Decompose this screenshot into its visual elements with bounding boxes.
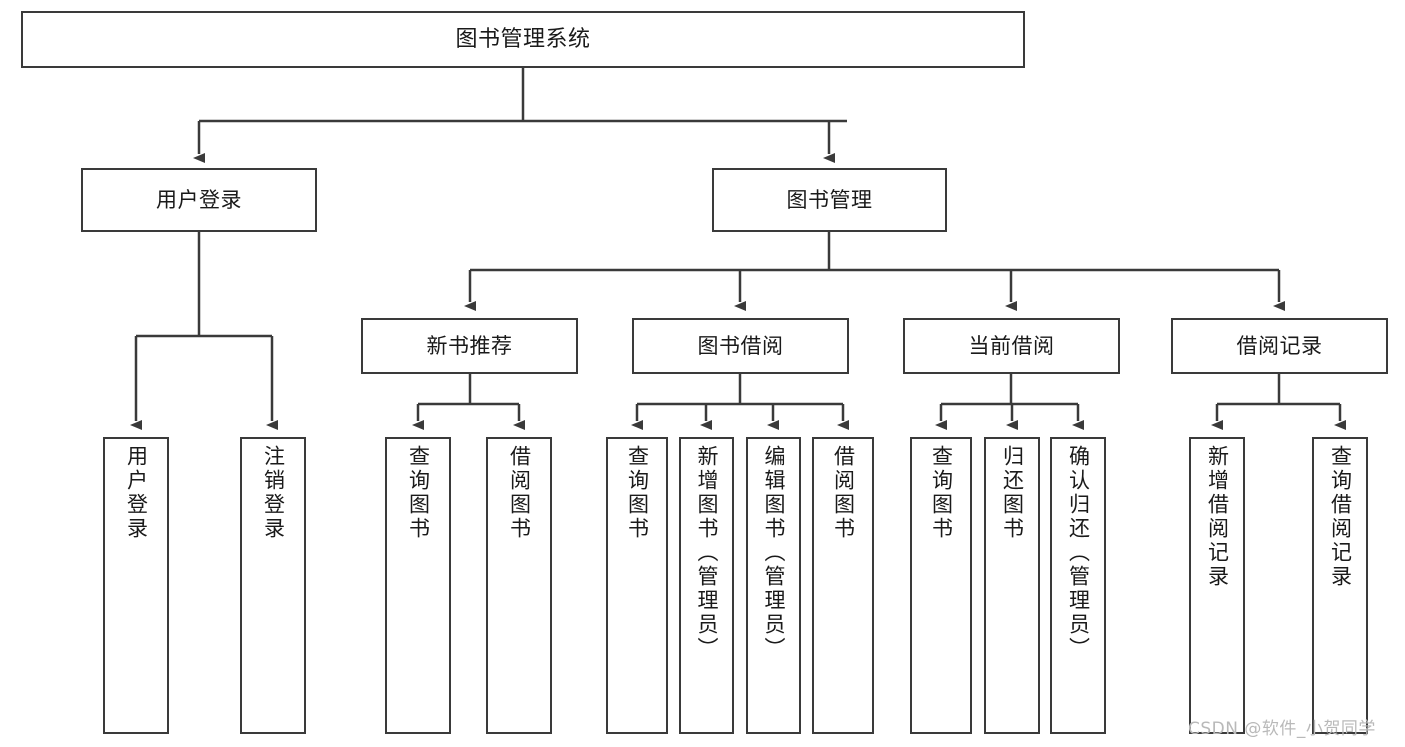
leaf-record-add-record-label: 新增借阅记录 (1205, 445, 1230, 589)
leaf-borrow-query-book-label: 查询图书 (625, 445, 650, 541)
leaf-logout[interactable]: 注销登录 (240, 437, 306, 734)
leaf-current-return-book-label: 归还图书 (1000, 445, 1025, 541)
leaf-newbook-borrow-book[interactable]: 借阅图书 (486, 437, 552, 734)
node-book-borrow-label: 图书借阅 (697, 333, 784, 358)
leaf-newbook-query-book-label: 查询图书 (406, 445, 431, 541)
csdn-watermark: CSDN @软件_小贺同学 (1188, 719, 1376, 739)
node-book-borrow[interactable]: 图书借阅 (632, 318, 849, 374)
leaf-borrow-edit-book-admin[interactable]: 编辑图书（管理员） (746, 437, 801, 734)
leaf-borrow-add-book-admin-label: 新增图书（管理员） (695, 445, 719, 661)
node-root[interactable]: 图书管理系统 (21, 11, 1025, 68)
leaf-borrow-query-book[interactable]: 查询图书 (606, 437, 668, 734)
leaf-user-login-label: 用户登录 (124, 445, 149, 541)
node-borrow-record[interactable]: 借阅记录 (1171, 318, 1388, 374)
leaf-newbook-borrow-book-label: 借阅图书 (507, 445, 532, 541)
leaf-record-query-record-label: 查询借阅记录 (1328, 445, 1353, 589)
leaf-user-login[interactable]: 用户登录 (103, 437, 169, 734)
leaf-borrow-add-book-admin[interactable]: 新增图书（管理员） (679, 437, 734, 734)
node-book-management-label: 图书管理 (786, 187, 873, 212)
leaf-current-confirm-return-admin[interactable]: 确认归还（管理员） (1050, 437, 1106, 734)
leaf-record-query-record[interactable]: 查询借阅记录 (1312, 437, 1368, 734)
leaf-newbook-query-book[interactable]: 查询图书 (385, 437, 451, 734)
leaf-borrow-borrow-book-label: 借阅图书 (831, 445, 856, 541)
leaf-current-confirm-return-admin-label: 确认归还（管理员） (1066, 445, 1091, 661)
node-user-login-label: 用户登录 (156, 187, 242, 212)
node-book-management[interactable]: 图书管理 (712, 168, 947, 232)
node-root-label: 图书管理系统 (455, 26, 591, 52)
leaf-borrow-borrow-book[interactable]: 借阅图书 (812, 437, 874, 734)
node-current-borrow[interactable]: 当前借阅 (903, 318, 1120, 374)
node-new-book-recommend[interactable]: 新书推荐 (361, 318, 578, 374)
node-user-login[interactable]: 用户登录 (81, 168, 317, 232)
leaf-current-query-book[interactable]: 查询图书 (910, 437, 972, 734)
leaf-current-query-book-label: 查询图书 (929, 445, 954, 541)
leaf-current-return-book[interactable]: 归还图书 (984, 437, 1040, 734)
leaf-record-add-record[interactable]: 新增借阅记录 (1189, 437, 1245, 734)
node-current-borrow-label: 当前借阅 (968, 333, 1055, 358)
node-borrow-record-label: 借阅记录 (1236, 333, 1323, 358)
leaf-logout-label: 注销登录 (261, 445, 286, 541)
node-new-book-recommend-label: 新书推荐 (426, 333, 513, 358)
leaf-borrow-edit-book-admin-label: 编辑图书（管理员） (762, 445, 786, 661)
